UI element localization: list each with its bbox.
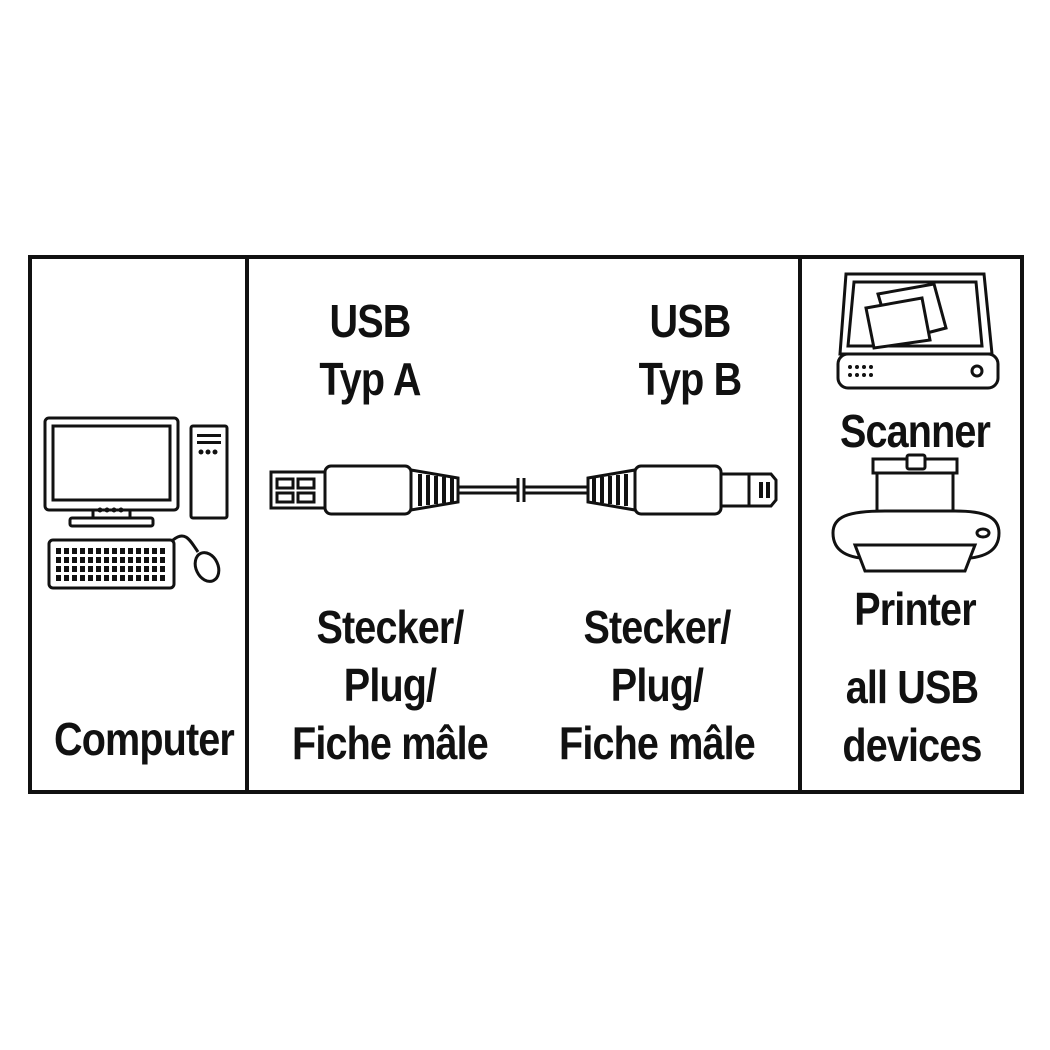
keyboard-key [128,557,133,563]
keyboard-key [112,575,117,581]
keyboard-key [120,566,125,572]
usb-cable-diagram [269,464,778,516]
usb-a-plug-icon [269,464,460,516]
keyboard-key [72,575,77,581]
usb-a-description: Stecker/ Plug/ Fiche mâle [292,601,489,769]
scanner-label: Scanner [839,405,991,457]
computer-icon [43,416,229,590]
computer-label: Computer [54,713,235,765]
keyboard-key [64,575,69,581]
scanner-icon [836,272,1000,390]
usb-b-plug-icon [586,464,778,516]
keyboard-key [72,557,77,563]
keyboard-key [80,557,85,563]
keyboard-key [72,548,77,554]
keyboard-key [64,548,69,554]
keyboard-key [72,566,77,572]
usb-b-title: USB Typ B [638,295,743,405]
keyboard-key [96,566,101,572]
keyboard-key [160,548,165,554]
keyboard-key [152,548,157,554]
panel-divider-left [245,255,249,794]
keyboard-key [144,548,149,554]
keyboard-key [152,557,157,563]
keyboard-key [88,557,93,563]
keyboard-key [160,566,165,572]
keyboard-key [136,575,141,581]
keyboard-key [144,557,149,563]
keyboard-key [112,548,117,554]
keyboard-key [120,575,125,581]
keyboard-key [56,548,61,554]
keyboard-key [128,575,133,581]
keyboard-key [144,566,149,572]
keyboard-key [104,575,109,581]
diagram-frame [28,255,1024,794]
keyboard-key [112,557,117,563]
keyboard-key [56,566,61,572]
keyboard-key [152,566,157,572]
keyboard-key [88,548,93,554]
keyboard-key [160,575,165,581]
keyboard-key [128,548,133,554]
keyboard-key [112,566,117,572]
keyboard-key [56,575,61,581]
keyboard-key [96,548,101,554]
all-usb-devices-label: all USB devices [842,661,982,771]
keyboard-key [96,557,101,563]
keyboard-key [136,548,141,554]
keyboard-key [64,557,69,563]
keyboard-key [56,557,61,563]
keyboard-key [120,557,125,563]
keyboard-key [88,575,93,581]
usb-a-title: USB Typ A [319,295,421,405]
keyboard-key [104,548,109,554]
keyboard-key [88,566,93,572]
keyboard-key [96,575,101,581]
printer-icon [831,453,1001,573]
keyboard-key [144,575,149,581]
keyboard-key [80,566,85,572]
keyboard-key [128,566,133,572]
keyboard-key [80,548,85,554]
keyboard-key [104,566,109,572]
usb-b-description: Stecker/ Plug/ Fiche mâle [559,601,756,769]
keyboard-key [136,566,141,572]
keyboard-key [104,557,109,563]
keyboard-key [64,566,69,572]
keyboard-key [152,575,157,581]
panel-divider-right [798,255,802,794]
keyboard-key [80,575,85,581]
keyboard-key [120,548,125,554]
keyboard-key [160,557,165,563]
printer-label: Printer [854,583,976,635]
keyboard-key [136,557,141,563]
